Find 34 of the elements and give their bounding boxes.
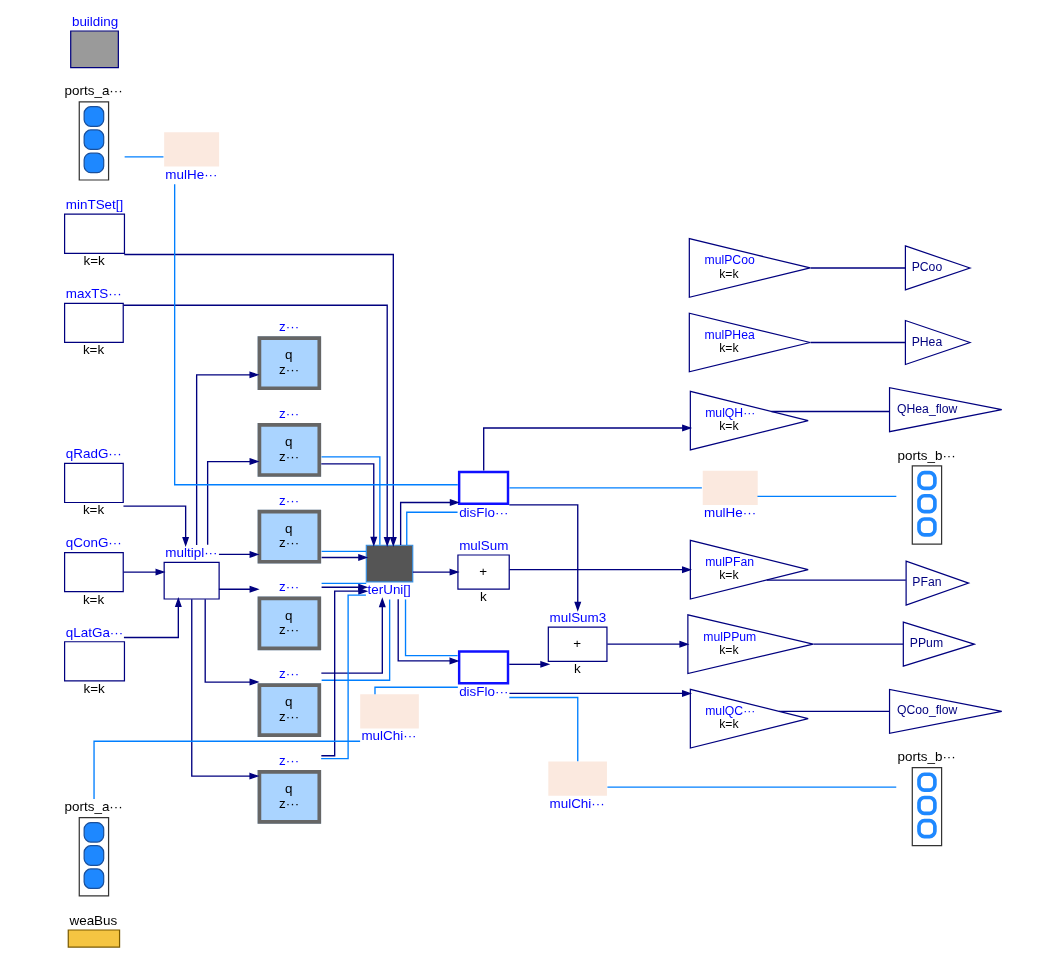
node-label: z···: [278, 578, 299, 594]
node-label: z···: [278, 318, 299, 334]
node-label: disFlo···: [458, 504, 508, 520]
node-label: k=k: [82, 341, 104, 357]
node-label: k: [573, 660, 581, 676]
node-label: mulChi···: [549, 795, 605, 811]
node-label: mulHe···: [703, 504, 756, 520]
node-label: ports_b···: [897, 446, 956, 462]
node-label: qConG···: [65, 534, 122, 550]
node-label: k=k: [82, 591, 104, 607]
node-label: z···: [278, 492, 299, 508]
node-label: multipl···: [164, 544, 218, 560]
node-label: qLatGa···: [65, 624, 123, 640]
node-label: z···: [278, 405, 299, 421]
node-label: k=k: [83, 680, 105, 696]
node-label: ports_b···: [897, 748, 956, 764]
node-label: minTSet[]: [65, 196, 123, 212]
node-label: mulSum3: [549, 609, 606, 625]
node-label: building: [71, 13, 118, 29]
node-label: ports_a···: [64, 82, 123, 98]
node-label: z···: [278, 665, 299, 681]
node-label: qRadG···: [65, 445, 122, 461]
node-label: ports_a···: [64, 798, 123, 814]
node-label: k=k: [82, 501, 104, 517]
node-label: disFlo···: [458, 683, 508, 699]
node-label: maxTS···: [65, 285, 122, 301]
node-label: weaBus: [68, 912, 117, 928]
node-label: z···: [278, 752, 299, 768]
node-label: mulHe···: [164, 166, 218, 182]
node-label: mulChi···: [360, 727, 417, 743]
node-label: k=k: [83, 252, 105, 268]
node-label: k: [479, 588, 487, 604]
node-label: terUni[]: [367, 581, 411, 597]
node-label: mulSum: [458, 537, 508, 553]
